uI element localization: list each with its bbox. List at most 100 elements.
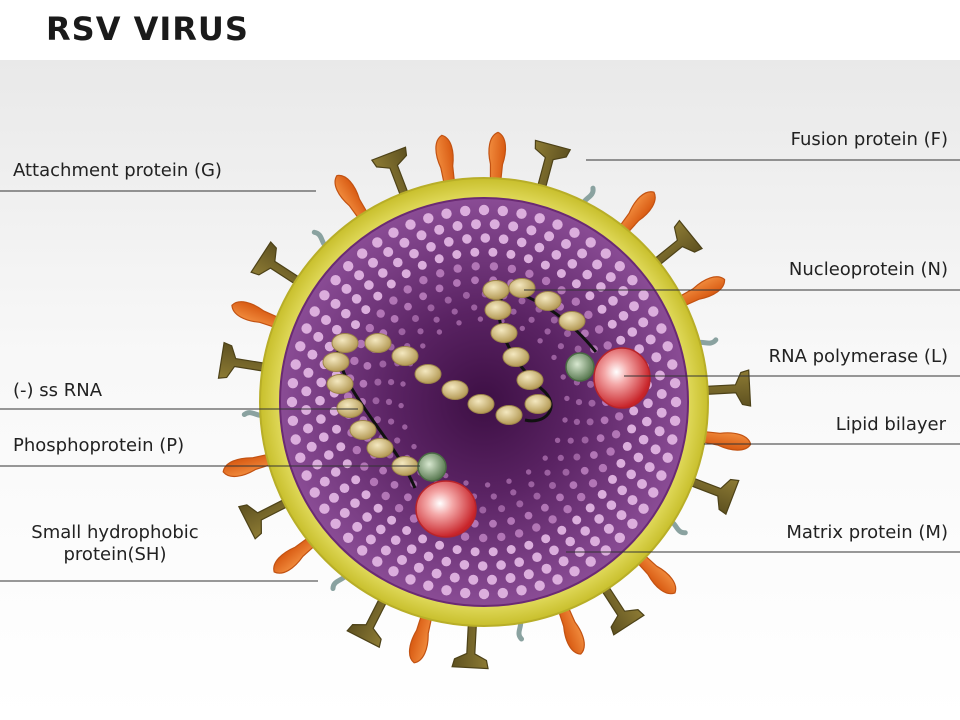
matrix-protein-dot [394, 504, 404, 513]
matrix-protein-dot [489, 262, 499, 271]
matrix-protein-dot [287, 415, 299, 426]
matrix-protein-dot [507, 517, 515, 525]
matrix-protein-dot [594, 325, 604, 334]
matrix-protein-dot [667, 434, 678, 445]
nucleoprotein-bead [534, 291, 562, 311]
matrix-protein-dot [507, 264, 517, 274]
matrix-protein-dot [519, 325, 525, 332]
matrix-protein-dot [463, 480, 469, 486]
matrix-protein-dot [616, 335, 626, 345]
matrix-protein-dot [638, 434, 649, 445]
matrix-protein-dot [330, 467, 341, 477]
label-nucleoprotein: Nucleoprotein (N) [788, 259, 948, 280]
matrix-protein-dot [498, 234, 509, 244]
matrix-protein-dot [453, 264, 462, 273]
matrix-protein-dot [412, 315, 419, 322]
matrix-protein-dot [667, 359, 678, 370]
matrix-protein-dot [389, 296, 398, 305]
matrix-protein-dot [541, 563, 552, 574]
matrix-protein-dot [622, 441, 632, 451]
matrix-protein-dot [460, 532, 470, 541]
matrix-protein-dot [528, 481, 535, 488]
matrix-protein-dot [441, 208, 452, 219]
matrix-protein-dot [471, 304, 478, 311]
matrix-protein-dot [586, 418, 594, 426]
nucleoprotein-bead [391, 346, 419, 366]
page-title: RSV VIRUS [46, 10, 249, 48]
matrix-protein-dot [365, 323, 374, 333]
matrix-protein-dot [435, 540, 445, 550]
matrix-protein-dot [574, 345, 582, 353]
matrix-protein-dot [592, 259, 603, 270]
matrix-protein-dot [441, 556, 452, 567]
matrix-protein-dot [332, 424, 341, 434]
matrix-protein-dot [383, 247, 394, 257]
matrix-protein-dot [339, 508, 350, 518]
matrix-protein-dot [315, 395, 325, 406]
matrix-protein-dot [471, 219, 481, 230]
matrix-protein-dot [534, 242, 545, 253]
matrix-protein-dot [402, 424, 408, 430]
matrix-protein-dot [460, 587, 471, 599]
attachment-protein-spike [700, 369, 752, 407]
matrix-protein-dot [374, 378, 382, 386]
matrix-protein-dot [662, 341, 673, 352]
matrix-protein-dot [402, 526, 412, 535]
matrix-protein-dot [452, 545, 462, 555]
matrix-protein-dot [319, 476, 330, 487]
matrix-protein-dot [580, 526, 590, 536]
matrix-protein-dot [488, 547, 498, 557]
matrix-protein-dot [364, 280, 374, 290]
matrix-protein-dot [459, 560, 470, 570]
fusion-protein-spike [231, 301, 284, 330]
matrix-protein-dot [614, 261, 625, 272]
matrix-protein-dot [309, 306, 320, 317]
matrix-protein-dot [562, 468, 570, 476]
matrix-protein-dot [600, 416, 609, 425]
matrix-protein-dot [575, 399, 583, 406]
fusion-protein-spike [222, 452, 276, 478]
label-attachment-protein: Attachment protein (G) [13, 160, 222, 181]
matrix-protein-dot [616, 510, 627, 521]
matrix-protein-dot [571, 297, 580, 306]
matrix-protein-dot [423, 213, 434, 224]
matrix-protein-dot [533, 492, 541, 500]
matrix-protein-dot [587, 380, 595, 388]
leader-lines [0, 159, 960, 582]
matrix-protein-dot [350, 356, 359, 366]
matrix-protein-dot [373, 291, 383, 301]
matrix-protein-dot [319, 432, 329, 443]
matrix-protein-dot [357, 248, 368, 259]
matrix-protein-dot [505, 573, 516, 583]
matrix-protein-dot [329, 492, 339, 503]
matrix-protein-dot [508, 221, 519, 232]
matrix-protein-dot [564, 395, 570, 402]
matrix-protein-dot [351, 475, 361, 485]
matrix-protein-dot [558, 556, 569, 567]
matrix-protein-dot [398, 402, 404, 409]
matrix-protein-dot [416, 230, 427, 241]
matrix-protein-dot [532, 523, 541, 532]
matrix-protein-dot [388, 379, 395, 386]
matrix-protein-dot [341, 283, 352, 294]
fusion-protein-spike [633, 551, 677, 595]
matrix-protein-dot [548, 515, 557, 524]
label-rna-polymerase: RNA polymerase (L) [768, 346, 948, 367]
matrix-protein-dot [526, 225, 537, 236]
matrix-protein-dot [563, 505, 572, 514]
matrix-protein-dot [321, 315, 331, 325]
matrix-protein-dot [556, 493, 564, 502]
matrix-protein-dot [551, 354, 557, 361]
matrix-protein-dot [633, 452, 644, 463]
matrix-protein-dot [436, 329, 443, 335]
matrix-protein-dot [390, 481, 399, 489]
matrix-protein-dot [332, 324, 342, 335]
attachment-protein-spike [685, 475, 740, 516]
matrix-protein-dot [557, 525, 567, 535]
label-ss-rna: (-) ss RNA [13, 380, 103, 401]
rna-polymerase-sphere [593, 347, 651, 409]
matrix-protein-dot [369, 477, 379, 487]
matrix-protein-dot [444, 296, 452, 304]
matrix-protein-dot [417, 260, 427, 270]
matrix-protein-dot [379, 360, 387, 368]
